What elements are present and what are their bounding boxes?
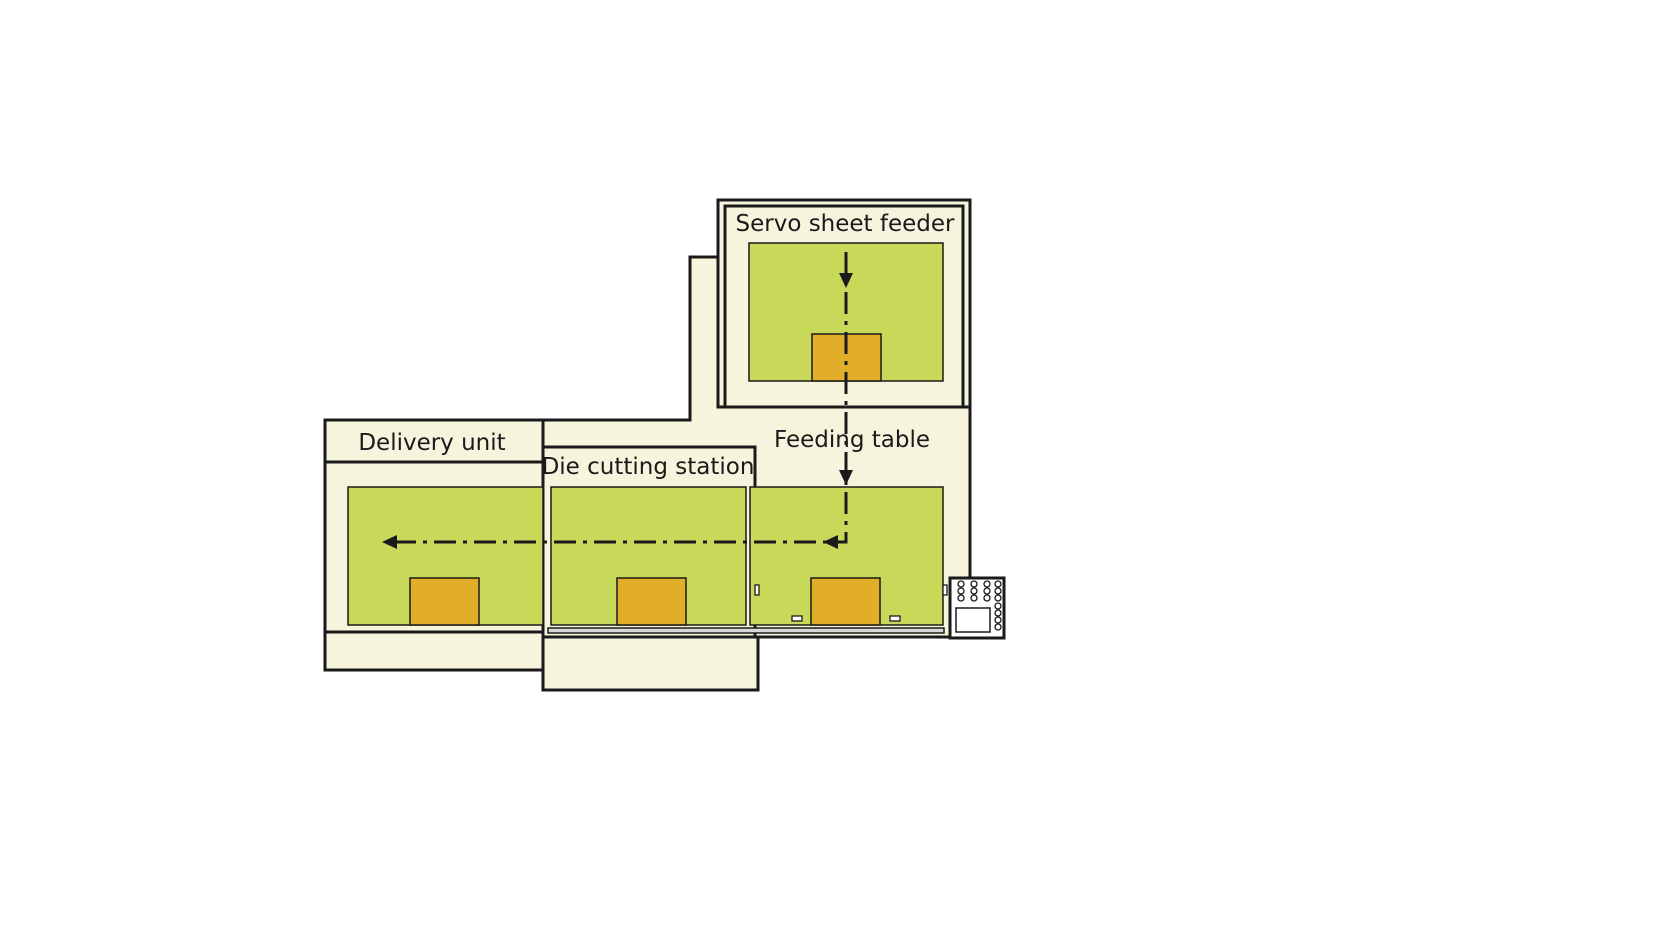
label-die-cutting-station: Die cutting station	[542, 454, 755, 480]
flow-arrow-feeder	[839, 273, 853, 288]
control-panel	[948, 576, 1006, 640]
label-feeding-table: Feeding table	[774, 427, 930, 453]
control-panel-screen	[955, 607, 991, 633]
flow-arrow-table	[839, 470, 853, 485]
die-cutting-block	[616, 577, 687, 626]
label-delivery-unit: Delivery unit	[358, 430, 505, 456]
feeder-inner-frame	[723, 204, 965, 409]
base-rail	[547, 627, 945, 634]
sheet-flow-path	[387, 252, 848, 544]
foot-1	[791, 615, 803, 622]
flow-arrow-delivery	[382, 535, 397, 549]
delivery-block	[409, 577, 480, 626]
connector-right	[942, 584, 948, 596]
die-cutting-base	[541, 635, 760, 692]
feeding-table-block	[810, 577, 881, 626]
connector-left	[754, 584, 760, 596]
foot-4	[889, 615, 901, 622]
label-servo-sheet-feeder: Servo sheet feeder	[736, 211, 956, 237]
flow-arrow-turn	[823, 535, 838, 549]
control-panel-buttons	[957, 580, 1002, 631]
